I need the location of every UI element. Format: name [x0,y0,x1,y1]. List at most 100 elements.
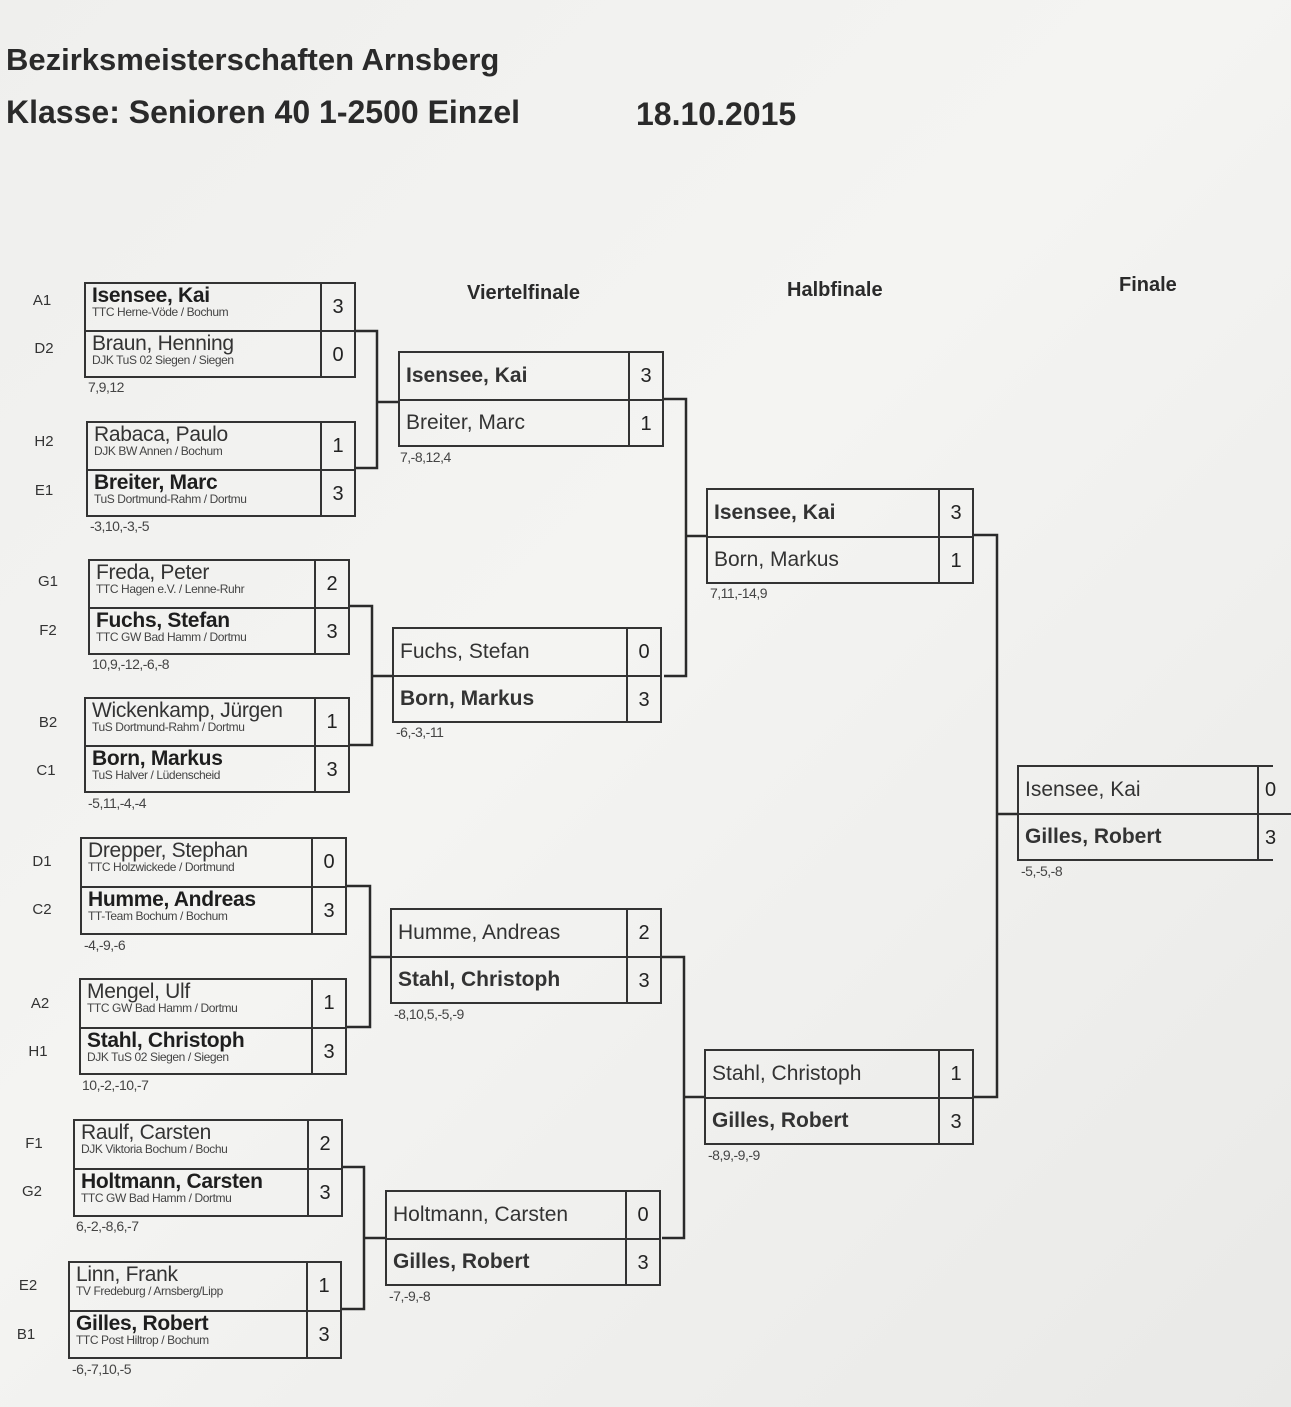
player-club: TTC Holzwickede / Dortmund [88,860,235,874]
seed-label: F2 [39,622,57,639]
event-date: 18.10.2015 [636,96,797,132]
seed-label: C2 [32,901,52,918]
player-score: 1 [938,538,972,584]
player-name: Mengel, Ulf [87,980,190,1003]
match-box-r1-4: Wickenkamp, Jürgen TuS Dortmund-Rahm / D… [84,697,350,793]
seed-label: C1 [36,762,56,779]
player-slot: Isensee, Kai [708,490,938,538]
player-club: TTC Post Hiltrop / Bochum [76,1333,209,1347]
player-name: Gilles, Robert [76,1312,209,1335]
player-slot: Raulf, Carsten DJK Viktoria Bochum / Boc… [75,1121,307,1170]
player-score: 2 [314,561,348,609]
seed-label: G1 [37,573,58,590]
player-name: Fuchs, Stefan [400,640,530,663]
player-score: 3 [311,1029,345,1075]
seed-label: H2 [34,433,54,450]
player-score: 1 [306,1263,340,1312]
player-slot: Holtmann, Carsten TTC GW Bad Hamm / Dort… [75,1170,307,1217]
player-slot: Isensee, Kai [1019,767,1257,815]
player-score: 0 [320,332,354,378]
player-score: 1 [320,423,354,471]
player-slot: Isensee, Kai TTC Herne-Vöde / Bochum [86,284,320,332]
player-score: 3 [314,747,348,793]
set-scores: 10,9,-12,-6,-8 [92,656,170,672]
seed-label: D2 [34,340,54,357]
player-score: 3 [320,471,354,517]
player-name: Holtmann, Carsten [393,1203,569,1226]
player-club: TTC Hagen e.V. / Lenne-Ruhr [96,582,245,596]
player-club: TuS Halver / Lüdenscheid [92,768,221,782]
connector-r1-qf3 [347,884,390,1029]
player-score: 3 [938,490,972,538]
player-name: Stahl, Christoph [712,1062,862,1085]
player-score: 3 [626,677,660,723]
player-slot: Humme, Andreas TT-Team Bochum / Bochum [82,888,311,935]
seed-label: E1 [34,482,54,499]
round-label-semifinal: Halbfinale [787,279,883,301]
match-box-r1-8: Linn, Frank TV Fredeburg / Arnsberg/Lipp… [68,1261,342,1359]
match-box-qf-2: Fuchs, Stefan Born, Markus 0 3 [392,627,662,723]
match-box-r1-7: Raulf, Carsten DJK Viktoria Bochum / Boc… [73,1119,343,1217]
set-scores: -6,-7,10,-5 [72,1361,132,1377]
player-club: TTC Herne-Vöde / Bochum [92,305,229,319]
player-slot: Isensee, Kai [400,353,628,401]
player-score: 1 [314,699,348,747]
set-scores: -3,10,-3,-5 [90,518,150,534]
round-label-final: Finale [1119,274,1177,296]
seed-label: A1 [32,292,52,309]
player-club: TuS Dortmund-Rahm / Dortmu [92,720,245,734]
player-name: Isensee, Kai [714,501,836,524]
player-slot: Fuchs, Stefan [394,629,626,677]
player-score: 1 [938,1051,972,1099]
player-slot: Gilles, Robert [1019,815,1257,861]
player-slot: Born, Markus [708,538,938,584]
player-club: TTC GW Bad Hamm / Dortmu [87,1001,238,1015]
player-name: Born, Markus [400,687,535,710]
player-name: Wickenkamp, Jürgen [92,699,283,722]
set-scores: -8,10,5,-5,-9 [394,1006,464,1022]
player-name: Breiter, Marc [406,411,526,434]
player-name: Stahl, Christoph [87,1029,245,1052]
player-slot: Stahl, Christoph [392,958,626,1004]
player-score: 3 [625,1240,659,1286]
player-name: Gilles, Robert [712,1109,849,1132]
player-name: Fuchs, Stefan [96,609,230,632]
match-box-sf-2: Stahl, Christoph Gilles, Robert 1 3 [704,1049,974,1145]
player-name: Humme, Andreas [88,888,256,911]
player-name: Braun, Henning [92,332,234,355]
set-scores: -5,-5,-8 [1021,863,1063,879]
player-name: Born, Markus [714,548,839,571]
player-slot: Holtmann, Carsten [387,1192,625,1240]
player-score: 3 [1257,815,1291,861]
player-slot: Humme, Andreas [392,910,626,958]
player-club: DJK BW Annen / Bochum [94,444,223,458]
player-club: DJK TuS 02 Siegen / Siegen [87,1050,229,1064]
player-slot: Wickenkamp, Jürgen TuS Dortmund-Rahm / D… [86,699,314,747]
player-score: 2 [626,910,660,958]
seed-label: F1 [25,1135,43,1152]
player-score: 3 [306,1312,340,1359]
player-slot: Gilles, Robert [706,1099,938,1145]
set-scores: -7,-9,-8 [389,1288,431,1304]
player-score: 3 [307,1170,341,1217]
set-scores: -4,-9,-6 [84,937,126,953]
match-box-qf-3: Humme, Andreas Stahl, Christoph 2 3 [390,908,662,1004]
match-box-qf-1: Isensee, Kai Breiter, Marc 3 1 [398,351,664,447]
player-name: Isensee, Kai [1025,778,1141,801]
player-name: Isensee, Kai [92,284,210,307]
player-slot: Born, Markus TuS Halver / Lüdenscheid [86,747,314,793]
class-line: Klasse: Senioren 40 1-2500 Einzel [6,94,521,130]
set-scores: 6,-2,-8,6,-7 [76,1218,139,1234]
player-score: 3 [626,958,660,1004]
player-slot: Braun, Henning DJK TuS 02 Siegen / Siege… [86,332,320,378]
player-slot: Drepper, Stephan TTC Holzwickede / Dortm… [82,839,311,888]
player-club: TTC GW Bad Hamm / Dortmu [81,1191,232,1205]
connector-qf-sf2 [662,955,704,1240]
seed-label: B2 [38,714,58,731]
set-scores: -6,-3,-11 [396,724,444,740]
player-name: Holtmann, Carsten [81,1170,263,1193]
player-score: 1 [628,401,662,447]
player-name: Gilles, Robert [1025,825,1162,848]
player-slot: Gilles, Robert [387,1240,625,1286]
